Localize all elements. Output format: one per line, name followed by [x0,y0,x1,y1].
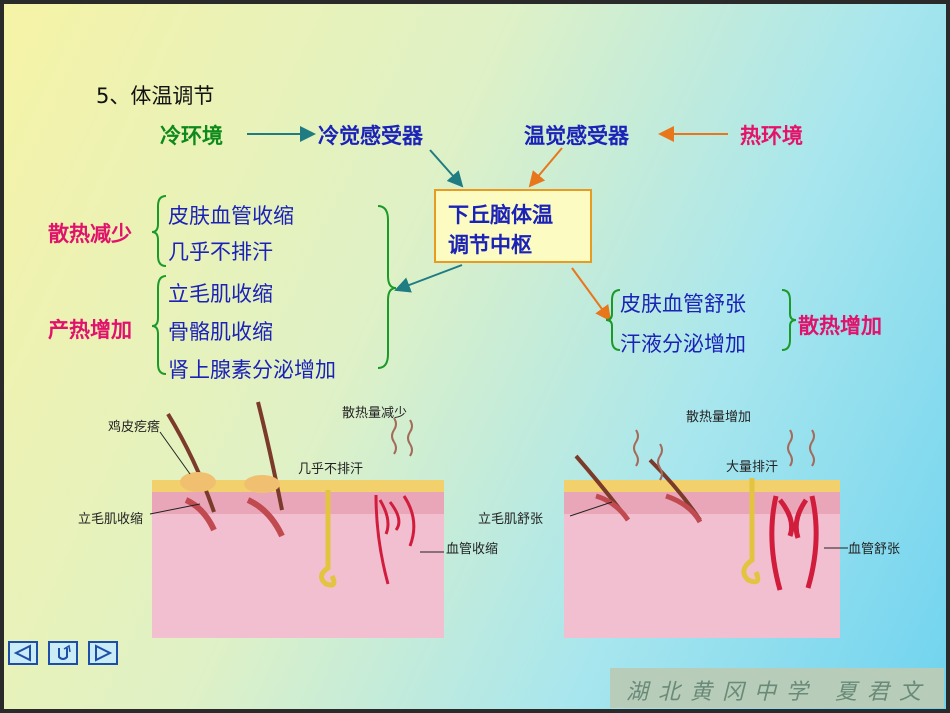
increase-heat-production-label: 产热增加 [48,317,132,342]
return-button[interactable] [48,641,78,665]
hair-1-icon [166,412,216,513]
label-much-sweat: 大量排汗 [726,460,779,475]
epidermis-hot [564,480,840,492]
hot-environment-label: 热环境 [740,124,803,148]
label-almost-no-sweat: 几乎不排汗 [298,462,364,477]
arrow-cold-receptor-to-center [429,149,464,188]
label-heat-loss-reduce: 散热量减少 [342,406,408,421]
effect-sweat-increase: 汗液分泌增加 [620,332,746,356]
signature-banner: 湖北黄冈中学 夏君文 [610,668,944,708]
hypothalamus-center-box: 下丘脑体温 调节中枢 [434,189,592,263]
brace-produce-left [151,275,167,375]
heat-wave-4-icon [657,443,663,481]
heat-wave-6-icon [809,429,815,467]
label-vessel-dilate: 血管舒张 [848,542,901,557]
arrow-warm-receptor-to-center [528,147,563,188]
arrow-center-to-right-effects [571,267,612,322]
effect-skin-vessel-dilate: 皮肤血管舒张 [620,292,746,316]
brace-reduce-left [151,195,167,267]
signature-text: 湖北黄冈中学 夏君文 [626,680,931,705]
next-arrow-icon [95,644,113,662]
sweat-gland-hot-icon [741,478,761,585]
label-piloerector-relax: 立毛肌舒张 [478,512,544,527]
effect-skin-vessel-constrict: 皮肤血管收缩 [168,204,294,228]
brace-dilate-left [605,289,621,351]
center-line-1: 下丘脑体温 [448,203,553,227]
goosebump-2-icon [244,475,280,493]
heat-wave-5-icon [787,429,793,467]
brace-all-right [377,205,397,369]
prev-arrow-icon [13,644,31,662]
center-line-2: 调节中枢 [448,233,532,257]
slide-title: 5、体温调节 [96,84,215,108]
piloerector-muscle-2-icon [246,497,285,538]
hair-2-icon [256,401,284,511]
vessel-constricted-icon [374,494,416,585]
heat-wave-2-icon [407,419,413,457]
heat-wave-1-icon [391,417,397,455]
piloerector-muscle-1-icon [184,497,217,532]
cold-environment-label: 冷环境 [160,124,223,148]
brace-dilate-right [781,289,797,351]
epidermis-cold [152,480,444,492]
vessel-dilated-icon [769,495,819,591]
dermis-hot [564,492,840,514]
goosebump-1-icon [180,472,216,492]
cold-receptor-label: 冷觉感受器 [318,124,423,148]
reduce-heat-loss-label: 散热减少 [48,221,132,246]
next-button[interactable] [88,641,118,665]
arrow-center-to-left-effects [394,264,463,293]
effect-almost-no-sweat: 几乎不排汗 [168,240,273,264]
label-heat-loss-increase: 散热量增加 [686,410,752,425]
label-piloerector-contract: 立毛肌收缩 [78,512,144,527]
prev-button[interactable] [8,641,38,665]
leader-piloerector [149,503,201,515]
effect-piloerector-contract: 立毛肌收缩 [168,282,273,306]
warm-receptor-label: 温觉感受器 [524,124,629,148]
sweat-gland-cold-icon [319,490,337,588]
label-goosebumps: 鸡皮疙瘩 [108,420,161,435]
increase-heat-loss-label: 散热增加 [798,313,882,338]
leader-goosebump [159,431,191,475]
return-icon [58,644,71,660]
label-vessel-constrict: 血管收缩 [446,542,499,557]
effect-adrenaline-increase: 肾上腺素分泌增加 [168,358,336,382]
heat-wave-3-icon [633,429,639,467]
dermis-cold [152,492,444,514]
leader-piloerector-relax [569,501,613,517]
piloerector-muscle-4-icon [665,493,703,524]
piloerector-muscle-3-icon [595,493,631,522]
effect-skeletal-muscle-contract: 骨骼肌收缩 [168,320,273,344]
